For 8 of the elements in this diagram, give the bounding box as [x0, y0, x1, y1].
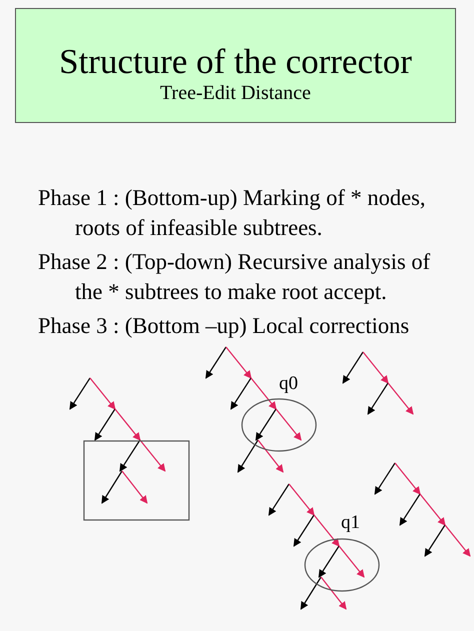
- phase-text: Phase 2 : (Top-down) Recursive analysis of the * subtrees to make root accept.: [38, 248, 432, 306]
- node-label: q1: [341, 513, 360, 533]
- subtitle-text: Tree-Edit Distance: [160, 81, 311, 105]
- phase-text: Phase 1 : (Bottom-up) Marking of * nodes, roots of infeasible subtrees.: [38, 184, 426, 242]
- phase-text: Phase 3 : (Bottom –up) Local corrections: [38, 312, 410, 340]
- node-label: q0: [279, 374, 298, 394]
- title-box: [15, 8, 456, 123]
- title-text: Structure of the corrector: [59, 43, 412, 81]
